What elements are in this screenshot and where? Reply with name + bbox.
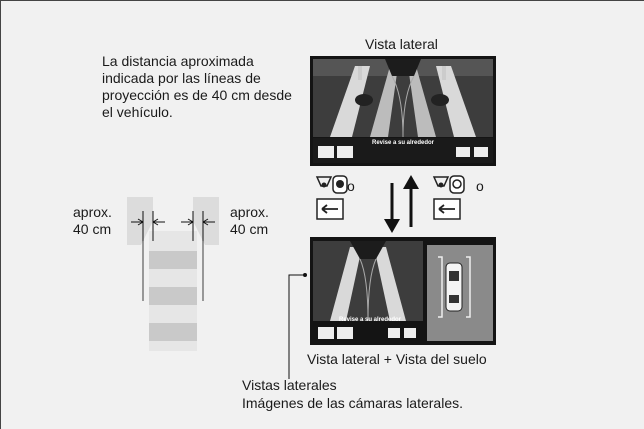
right-distance-line-1: aprox. <box>230 204 269 220</box>
distance-note: La distancia aproximada indicada por las… <box>102 53 292 121</box>
distance-note-line-2: indicada por las líneas de <box>102 70 261 86</box>
arrow-up-icon <box>403 175 419 227</box>
combined-view-title: Vista lateral + Vista del suelo <box>307 351 487 367</box>
combined-view-screen: Revise a su alrededor <box>310 237 496 345</box>
or-label-left: o <box>347 178 355 194</box>
combined-view-caption: Revise a su alrededor <box>338 317 402 323</box>
side-view-title: Vista lateral <box>365 36 438 52</box>
side-view-camera-image <box>313 59 493 163</box>
distance-note-line-3: proyección es de 40 cm desde <box>102 87 292 103</box>
side-view-caption: Revise a su alrededor <box>371 140 435 146</box>
right-distance-line-2: 40 cm <box>230 221 269 237</box>
left-distance-label: aprox. 40 cm <box>73 204 112 238</box>
right-distance-label: aprox. 40 cm <box>230 204 269 238</box>
distance-note-line-4: el vehículo. <box>102 104 173 120</box>
camera-switch-icon-right <box>432 175 465 220</box>
side-view-screen: Revise a su alrededor <box>310 56 496 166</box>
arrow-down-icon <box>384 183 400 233</box>
side-views-heading: Vistas laterales <box>242 377 337 393</box>
camera-switch-icon-left <box>315 175 348 220</box>
view-switch-diagram <box>315 175 465 233</box>
left-distance-line-1: aprox. <box>73 204 112 220</box>
distance-note-line-1: La distancia aproximada <box>102 53 254 69</box>
or-label-right: o <box>476 178 484 194</box>
callout-line <box>288 273 307 379</box>
combined-camera-image <box>313 241 493 341</box>
side-views-description: Imágenes de las cámaras laterales. <box>242 395 463 411</box>
left-distance-line-2: 40 cm <box>73 221 112 237</box>
vehicle-projection-diagram <box>127 197 219 351</box>
